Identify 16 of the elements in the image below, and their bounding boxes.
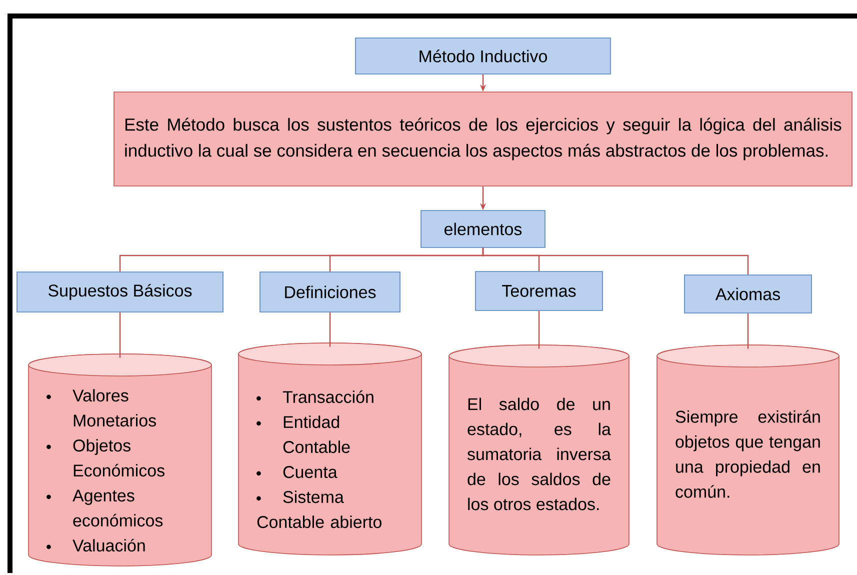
- connector: [747, 313, 749, 349]
- label-box: Axiomas: [684, 274, 812, 314]
- connector: [538, 310, 540, 349]
- label-box: Método Inductivo: [355, 38, 611, 74]
- cylinder: El saldo de un estado, es la sumatoria inversa de los saldos de los otros estados.: [448, 344, 630, 556]
- connector: [119, 312, 121, 358]
- label-box: Teoremas: [475, 271, 603, 311]
- cylinder: Siempre existirán objetos que tengan una propiedad en común.: [656, 344, 840, 556]
- connector: [482, 248, 749, 275]
- label-box: elementos: [420, 210, 546, 248]
- description-box: Este Método busca los sustentos teóricos de los ejercicios y seguir la lógica del análisis inductivo la cual se considera en secuencia los aspectos más abstractos de los problemas.: [114, 92, 852, 186]
- label-box: Supuestos Básicos: [16, 272, 224, 312]
- connector: [329, 312, 331, 347]
- cylinder: Valores Monetarios Objetos Económicos Agentes económicos Valuación: [28, 354, 212, 566]
- label-box: Definiciones: [260, 272, 400, 312]
- cylinder: Transacción Entidad Contable Cuenta Sistema Contable abierto: [238, 342, 422, 556]
